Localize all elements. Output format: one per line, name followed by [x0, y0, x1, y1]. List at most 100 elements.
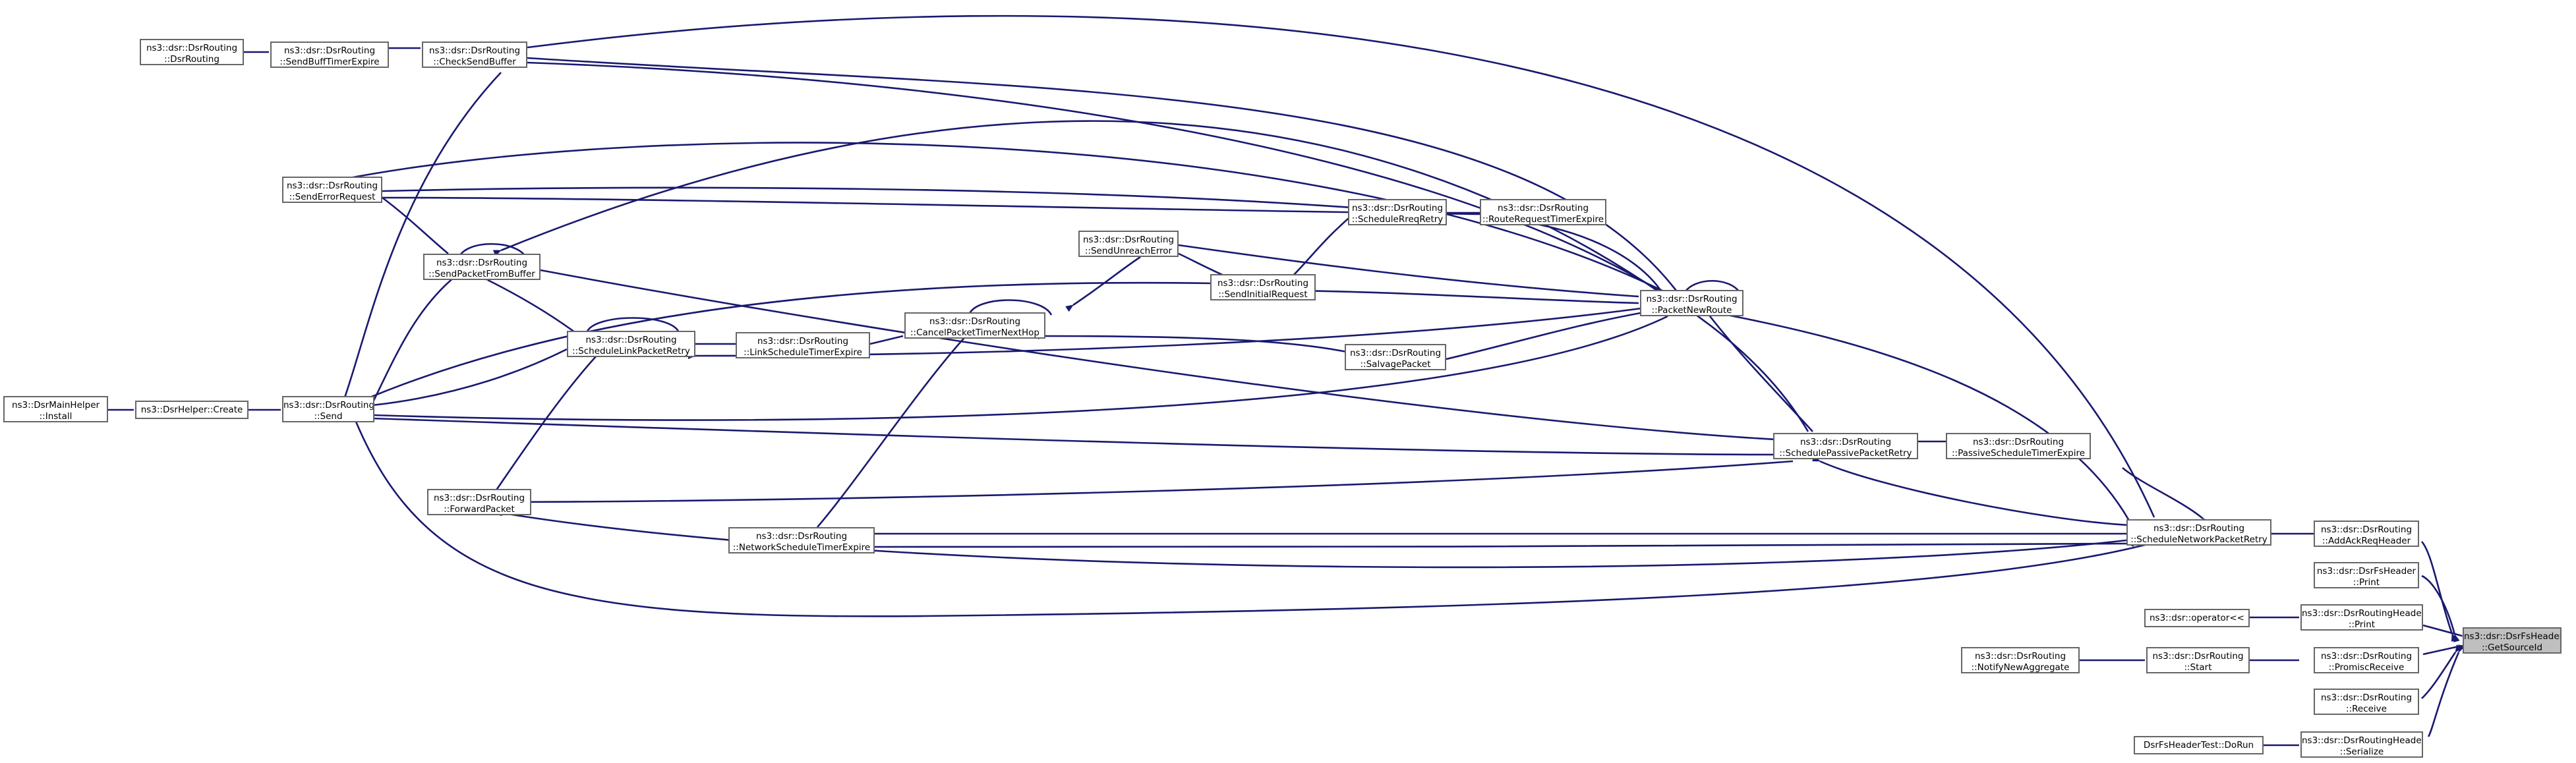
node-schedulenetworkpacketretry[interactable]: ns3::dsr::DsrRouting ::ScheduleNetworkPa… — [2126, 519, 2271, 546]
node-networkscheduletimerexpire-line1: ns3::dsr::DsrRouting — [755, 531, 848, 542]
node-start-line1: ns3::dsr::DsrRouting — [2152, 651, 2244, 662]
node-fsheader-print-line1: ns3::dsr::DsrFsHeader — [2316, 566, 2416, 577]
node-routingheader-print[interactable]: ns3::dsr::DsrRoutingHeader ::Print — [2300, 604, 2423, 631]
node-schedulepassivepacketretry-line1: ns3::dsr::DsrRouting — [1800, 437, 1892, 447]
node-promiscreceive[interactable]: ns3::dsr::DsrRouting ::PromiscReceive — [2314, 647, 2419, 673]
edge-send-snpr — [350, 413, 2163, 617]
edge-rhp-gsi — [2422, 624, 2470, 641]
node-dsrrouting-ctor-line1: ns3::dsr::DsrRouting — [146, 43, 238, 53]
node-dorun[interactable]: DsrFsHeaderTest::DoRun — [2134, 736, 2264, 754]
edge-rrte-pnr — [1482, 216, 1673, 308]
node-sendpacketfrombuffer-line1: ns3::dsr::DsrRouting — [436, 258, 528, 268]
edge-ser2-rrte — [374, 194, 1484, 215]
edge-fsp-gsi — [2421, 575, 2460, 642]
node-schedulelinkpacketretry[interactable]: ns3::dsr::DsrRouting ::ScheduleLinkPacke… — [567, 331, 695, 357]
node-start[interactable]: ns3::dsr::DsrRouting ::Start — [2146, 647, 2250, 673]
edge-prec-gsi — [2422, 640, 2470, 656]
node-receive[interactable]: ns3::dsr::DsrRouting ::Receive — [2314, 689, 2419, 715]
edge-fwd-snpr — [500, 509, 2127, 569]
node-getsourceid-line2: ::GetSourceId — [2481, 642, 2543, 653]
node-sendinitialrequest[interactable]: ns3::dsr::DsrRouting ::SendInitialReques… — [1210, 274, 1316, 300]
node-addackreqheader-line1: ns3::dsr::DsrRouting — [2320, 524, 2413, 535]
node-schedulerreqretry[interactable]: ns3::dsr::DsrRouting ::ScheduleRreqRetry — [1348, 199, 1447, 225]
node-notifynewaggregate-line1: ns3::dsr::DsrRouting — [1974, 651, 2066, 662]
node-getsourceid[interactable]: ns3::dsr::DsrFsHeader ::GetSourceId — [2463, 627, 2561, 654]
node-sendbufftimerexpire-line2: ::SendBuffTimerExpire — [279, 57, 380, 67]
node-schedulepassivepacketretry[interactable]: ns3::dsr::DsrRouting ::SchedulePassivePa… — [1773, 433, 1918, 459]
node-sendunreacherror-line2: ::SendUnreachError — [1084, 246, 1173, 256]
edge-send-sue — [347, 281, 1214, 409]
node-dsrhelper-create-line1: ns3::DsrHelper::Create — [140, 405, 243, 415]
node-dorun-line1: DsrFsHeaderTest::DoRun — [2143, 740, 2254, 750]
node-linkscheduletimerexpire-line2: ::LinkScheduleTimerExpire — [744, 347, 862, 358]
edge-cptn-salv — [1038, 332, 1351, 354]
edge-ser-gsi — [2427, 644, 2465, 737]
node-senderrorrequest[interactable]: ns3::dsr::DsrRouting ::SendErrorRequest — [282, 177, 382, 203]
node-serialize[interactable]: ns3::dsr::DsrRoutingHeader ::Serialize — [2300, 731, 2423, 758]
node-cancelpackettimernexthop-line1: ns3::dsr::DsrRouting — [929, 316, 1021, 327]
edge-nste-cptn — [817, 325, 977, 528]
edge-snpr-nste — [874, 540, 2134, 548]
edge-fwd-sppr — [506, 460, 1794, 506]
node-networkscheduletimerexpire[interactable]: ns3::dsr::DsrRouting ::NetworkScheduleTi… — [728, 527, 875, 553]
node-forwardpacket[interactable]: ns3::dsr::DsrRouting ::ForwardPacket — [427, 489, 531, 515]
edge-lste-cptn — [862, 335, 904, 349]
node-packetnewroute[interactable]: ns3::dsr::DsrRouting ::PacketNewRoute — [1640, 290, 1743, 316]
node-notifynewaggregate-line2: ::NotifyNewAggregate — [1971, 662, 2070, 673]
node-getsourceid-line1: ns3::dsr::DsrFsHeader — [2464, 631, 2561, 642]
node-sendunreacherror-line1: ns3::dsr::DsrRouting — [1082, 235, 1175, 245]
node-sendbufftimerexpire-line1: ns3::dsr::DsrRouting — [283, 45, 376, 56]
edge-salv-pnr — [1438, 310, 1653, 364]
edge-spfb-sppr — [533, 266, 1788, 441]
edge-send-spfb — [366, 276, 455, 412]
node-senderrorrequest-line1: ns3::dsr::DsrRouting — [286, 181, 378, 191]
node-fsheader-print[interactable]: ns3::dsr::DsrFsHeader ::Print — [2314, 562, 2419, 588]
node-linkscheduletimerexpire[interactable]: ns3::dsr::DsrRouting ::LinkScheduleTimer… — [736, 332, 870, 358]
node-schedulenetworkpacketretry-line2: ::ScheduleNetworkPacketRetry — [2130, 534, 2268, 545]
node-receive-line2: ::Receive — [2346, 704, 2387, 714]
edge-send-csb — [337, 72, 502, 412]
node-forwardpacket-line1: ns3::dsr::DsrRouting — [433, 493, 525, 503]
edge-pnr-snpr — [1698, 306, 2130, 521]
edge-spfb-pnr — [492, 120, 1662, 295]
node-salvagepacket[interactable]: ns3::dsr::DsrRouting ::SalvagePacket — [1345, 344, 1446, 370]
node-notifynewaggregate[interactable]: ns3::dsr::DsrRouting ::NotifyNewAggregat… — [1961, 647, 2080, 673]
node-passivescheduletimerexpire[interactable]: ns3::dsr::DsrRouting ::PassiveScheduleTi… — [1946, 433, 2091, 459]
edge-cptn-sue — [1065, 256, 1141, 312]
node-forwardpacket-line2: ::ForwardPacket — [444, 504, 515, 515]
node-dsrhelper-create[interactable]: ns3::DsrHelper::Create — [135, 401, 249, 419]
node-cancelpackettimernexthop[interactable]: ns3::dsr::DsrRouting ::CancelPacketTimer… — [904, 312, 1045, 339]
node-routerequesttimerexpire-line1: ns3::dsr::DsrRouting — [1497, 203, 1589, 213]
node-addackreqheader[interactable]: ns3::dsr::DsrRouting ::AddAckReqHeader — [2314, 521, 2419, 547]
edge-spfb-slpr — [479, 273, 581, 337]
node-promiscreceive-line2: ::PromiscReceive — [2328, 662, 2405, 673]
node-schedulenetworkpacketretry-line1: ns3::dsr::DsrRouting — [2153, 523, 2245, 534]
edge-aarh-gsi — [2420, 541, 2458, 642]
node-salvagepacket-line2: ::SalvagePacket — [1360, 359, 1431, 370]
node-operator-ll-line1: ns3::dsr::operator<< — [2150, 613, 2244, 623]
node-sendinitialrequest-line1: ns3::dsr::DsrRouting — [1217, 278, 1309, 289]
node-routerequesttimerexpire[interactable]: ns3::dsr::DsrRouting ::RouteRequestTimer… — [1480, 199, 1606, 225]
node-routingheader-print-line1: ns3::dsr::DsrRoutingHeader — [2302, 608, 2423, 619]
node-checksendbuffer-line2: ::CheckSendBuffer — [433, 57, 516, 67]
edge-sppr-snpr — [1811, 455, 2130, 526]
node-cancelpackettimernexthop-line2: ::CancelPacketTimerNextHop — [910, 327, 1039, 338]
edge-slpr-self — [581, 317, 680, 341]
node-operator-ll[interactable]: ns3::dsr::operator<< — [2144, 609, 2250, 627]
node-receive-line1: ns3::dsr::DsrRouting — [2320, 692, 2413, 703]
node-dsrmainhelper-install[interactable]: ns3::DsrMainHelper ::Install — [3, 396, 108, 422]
node-sendunreacherror[interactable]: ns3::dsr::DsrRouting ::SendUnreachError — [1078, 231, 1179, 257]
node-passivescheduletimerexpire-line1: ns3::dsr::DsrRouting — [1972, 437, 2064, 447]
node-send[interactable]: ns3::dsr::DsrRouting ::Send — [282, 396, 374, 422]
node-send-line2: ::Send — [314, 411, 343, 422]
node-networkscheduletimerexpire-line2: ::NetworkScheduleTimerExpire — [732, 542, 871, 553]
node-checksendbuffer[interactable]: ns3::dsr::DsrRouting ::CheckSendBuffer — [422, 42, 527, 68]
node-dsrrouting-ctor[interactable]: ns3::dsr::DsrRouting ::DsrRouting — [140, 39, 244, 65]
node-start-line2: ::Start — [2184, 662, 2212, 673]
node-schedulelinkpacketretry-line1: ns3::dsr::DsrRouting — [585, 335, 677, 345]
node-sendpacketfrombuffer[interactable]: ns3::dsr::DsrRouting ::SendPacketFromBuf… — [423, 254, 541, 280]
node-passivescheduletimerexpire-line2: ::PassiveScheduleTimerExpire — [1951, 448, 2086, 459]
node-send-line1: ns3::dsr::DsrRouting — [283, 400, 374, 410]
node-sendbufftimerexpire[interactable]: ns3::dsr::DsrRouting ::SendBuffTimerExpi… — [270, 42, 389, 68]
node-schedulelinkpacketretry-line2: ::ScheduleLinkPacketRetry — [572, 346, 690, 356]
